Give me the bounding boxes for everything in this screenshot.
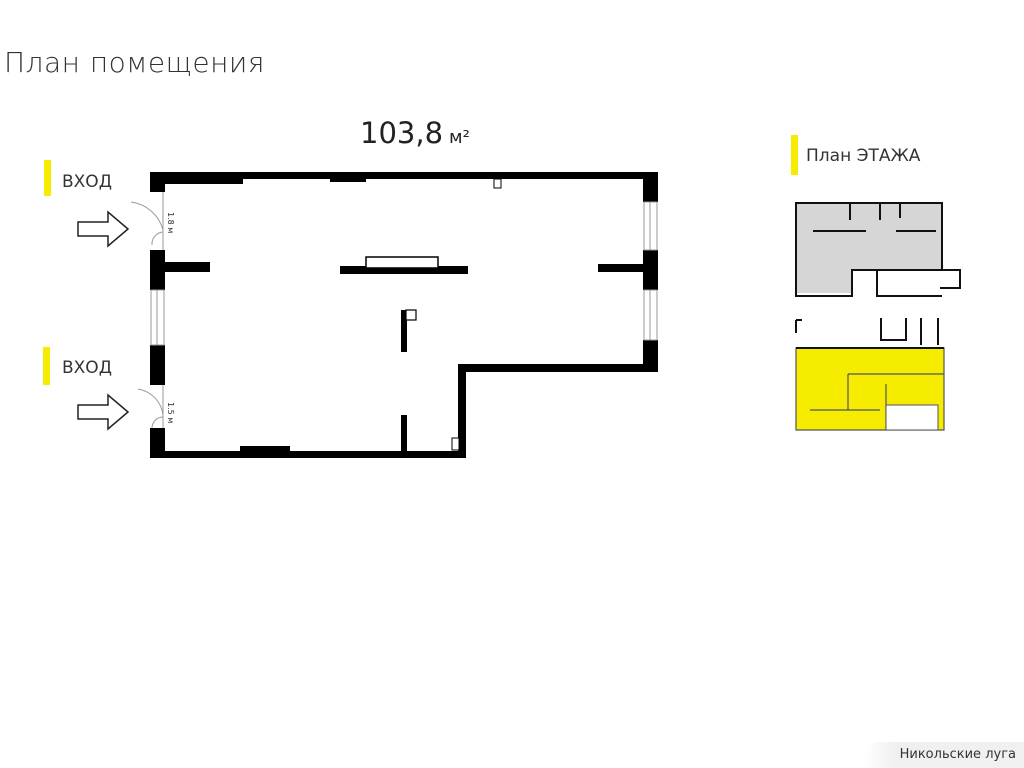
floor-plan-label: План ЭТАЖА [806,146,921,166]
entrance-arrow-icon [77,210,130,248]
walls [150,172,658,458]
entrance-arrow-icon [77,393,130,431]
door-width-2: 1.5 м [166,402,175,423]
brand-badge: Никольские луга [864,742,1024,768]
area-unit: м² [449,127,470,148]
door-width-1: 1.8 м [166,212,175,233]
floor-key-plan [795,202,961,431]
brand-name: Никольские луга [899,747,1016,762]
accent-bar [791,135,798,175]
page-title: План помещения [4,46,265,79]
area-value: 103,8 [360,116,444,150]
entrance-label-1: ВХОД [62,172,112,192]
accent-bar [43,347,50,385]
accent-bar [44,160,51,196]
entrance-label-2: ВХОД [62,358,112,378]
